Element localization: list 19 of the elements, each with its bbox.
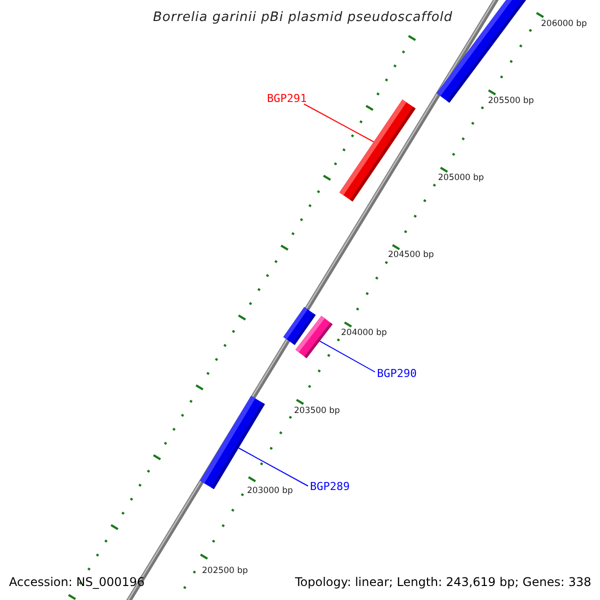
diagram-title: Borrelia garinii pBi plasmid pseudoscaffold <box>153 11 453 24</box>
leader-line <box>318 340 376 372</box>
leader-line <box>238 448 308 486</box>
leader-line <box>304 104 374 142</box>
footer-text: Topology: linear; Length: 243,619 bp; Genes: 338 <box>295 576 592 588</box>
gene-bar <box>295 316 333 358</box>
scale-label: 203000 bp <box>247 487 293 496</box>
gene-label: BGP291 <box>267 93 307 104</box>
footer-text: Accession: NS_000196 <box>9 576 145 588</box>
scale-label: 203500 bp <box>294 407 340 416</box>
scale-label: 204500 bp <box>388 251 434 260</box>
scale-label: 206000 bp <box>541 20 587 28</box>
scale-label: 204000 bp <box>341 329 387 338</box>
scale-label: 205000 bp <box>438 174 484 182</box>
gene-label: BGP290 <box>377 368 417 379</box>
scale-label: 202500 bp <box>202 567 248 576</box>
gene-label: BGP289 <box>310 481 350 492</box>
gene-bar <box>339 100 416 202</box>
scale-label: 205500 bp <box>488 97 534 106</box>
